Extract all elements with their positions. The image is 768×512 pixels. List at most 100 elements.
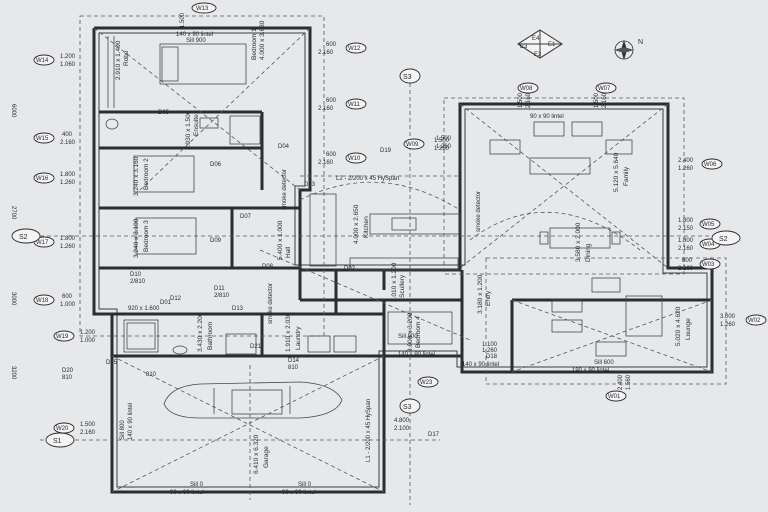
window-w08-h: 2.160	[526, 92, 532, 108]
left-dim-3: 3000	[10, 292, 16, 306]
window-w10-h: 2.160	[318, 160, 334, 166]
window-w03-id: W03	[702, 262, 715, 268]
section-s1-label: S1	[53, 438, 62, 445]
window-w12-id: W12	[348, 46, 361, 52]
north-label: N	[638, 39, 643, 46]
note-w01-lintel: 190 x 90 lintel	[572, 368, 609, 374]
window-w11-id: W11	[348, 102, 361, 108]
note-smoke-2: smoke detector	[476, 191, 482, 232]
bathtub	[123, 319, 159, 353]
elevation-e4: E4	[532, 36, 540, 42]
window-w13-lintel: 140 x 90 lintel	[176, 32, 213, 38]
room-family: Family	[623, 166, 630, 186]
door-d09: D09	[210, 238, 222, 244]
note-bath-window: 920 x 1.600	[128, 306, 160, 312]
door-d11: D11	[214, 286, 225, 292]
note-bed4-lintel: 140 x 90 lintel	[398, 352, 435, 358]
window-w17-h: 1.260	[60, 244, 76, 250]
door-d12: D12	[170, 296, 182, 302]
room-bedroom2-size: 3.240 x 3.160	[133, 156, 140, 196]
window-w20-id: W20	[56, 426, 69, 432]
bed-bedroom3	[135, 217, 197, 255]
room-bedroom4: Bedroom 4	[415, 316, 422, 348]
window-w16-h: 1.260	[60, 180, 76, 186]
section-s1-bubble	[45, 432, 75, 448]
window-w06-h: 1.260	[678, 166, 694, 172]
door-d06: D06	[210, 162, 222, 168]
window-w06-id: W06	[704, 162, 717, 168]
window-w18-id: W18	[36, 298, 49, 304]
window-w11-h: 2.160	[318, 106, 334, 112]
room-bathroom-size: 3.430 x 2.200	[197, 312, 204, 352]
note-garage-lintel-1: 90 x 90 lintel	[170, 490, 204, 496]
section-s3-bottom-label: S3	[403, 404, 412, 411]
section-s2-right-bubble	[711, 230, 741, 246]
room-kitchen-size: 4.000 x 2.650	[353, 204, 360, 244]
left-dim-4: 3200	[10, 366, 16, 380]
window-w01-size: 2.400	[618, 374, 624, 390]
window-w20-h: 2.160	[80, 430, 96, 436]
window-w13-size: 1.500	[180, 12, 186, 28]
window-w05-size: 1.800	[678, 218, 694, 224]
door-d13: D13	[232, 306, 244, 312]
window-w04-id: W04	[702, 242, 715, 248]
room-robe: Robe	[123, 50, 130, 66]
note-garage-w20-lintel: 140 x 90 lintel	[128, 403, 134, 440]
room-bedroom1: Bedroom 14.000 x 3.630	[251, 20, 266, 60]
room-bedroom2: Bedroom 2	[143, 158, 150, 190]
window-w01-h: 1.560	[626, 374, 632, 390]
window-w02-h: 1.260	[720, 322, 736, 328]
room-ensuite-size: 3.930 x 1.500	[185, 110, 192, 150]
note-smoke-3: smoke detector	[268, 283, 274, 324]
window-w06-size: 2.400	[678, 158, 694, 164]
door-d17-h: 2.100	[394, 426, 410, 432]
window-w09-h: 1.260	[434, 146, 450, 152]
room-scullery: Scullery	[399, 274, 406, 298]
section-markers: S1 S2 S2 S3 S3	[11, 68, 741, 448]
window-w05-h: 2.150	[678, 226, 694, 232]
window-w10-size: 600	[326, 152, 337, 158]
dashed-lines	[40, 15, 727, 505]
door-d19-size: 1.500	[436, 136, 452, 142]
door-d08: D08	[262, 264, 274, 270]
window-w07-id: W07	[598, 86, 611, 92]
window-w13-id: W13	[196, 6, 209, 12]
elevation-e1: E1	[548, 42, 556, 48]
door-d07: D07	[240, 214, 252, 220]
door-d14: D14	[288, 358, 300, 364]
window-w13-sill: Sill 900	[186, 38, 206, 44]
note-garage-w20-sill: Sill 800	[120, 420, 126, 440]
window-w03-h: 2.160	[678, 266, 694, 272]
room-dining: Dining	[585, 243, 592, 262]
door-d18-lintel: 140 x 90 lintel	[462, 362, 499, 368]
room-bedroom4-size: 3.000 x 3.200	[407, 312, 414, 352]
window-w08-id: W08	[520, 86, 533, 92]
window-w09-size: 1.500	[434, 138, 450, 144]
window-w19-size: 1.200	[80, 330, 96, 336]
room-lounge-size: 5.020 x 4.620	[675, 306, 682, 346]
window-w07-size: 1.500	[594, 92, 600, 108]
door-d17: D17	[428, 432, 440, 438]
room-robe-size: 2.910 x 1.400	[115, 40, 122, 80]
elevation-marker: E4 E1 E3 E2	[517, 29, 563, 59]
window-w15-h: 2.160	[60, 140, 76, 146]
door-d16-h: 1.260	[482, 348, 498, 354]
north-arrow-icon: N	[614, 39, 643, 60]
window-w02-size: 3.000	[720, 314, 736, 320]
window-w04-h: 2.160	[678, 246, 694, 252]
door-d20-size: 810	[62, 375, 73, 381]
room-entry-size: 3.180 x 1.200	[477, 274, 484, 314]
door-d03: D03	[304, 182, 316, 188]
room-lounge: Lounge	[685, 318, 692, 340]
note-garage-sill-2: Sill 0	[298, 482, 312, 488]
door-d18: D18	[486, 354, 498, 360]
note-garage-lintel-2: 90 x 90 lintel	[282, 490, 316, 496]
interior-walls	[99, 110, 712, 372]
elevation-e3: E3	[520, 44, 528, 50]
window-w20-size: 1.500	[80, 422, 96, 428]
door-d19: D19	[380, 148, 392, 154]
section-s2-left-bubble	[11, 228, 41, 244]
window-w14-id: W14	[36, 58, 49, 64]
car	[163, 381, 343, 419]
door-d19-h: 1.260	[436, 144, 452, 150]
